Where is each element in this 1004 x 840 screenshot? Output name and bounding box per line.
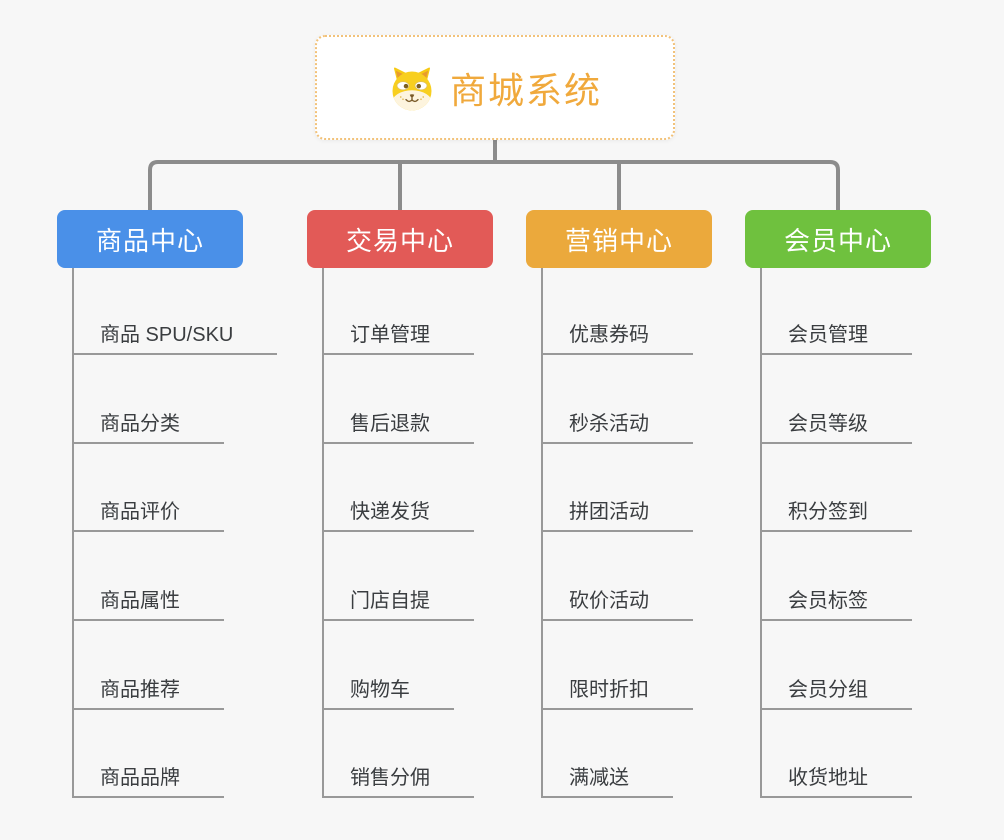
root-node[interactable]: 商城系统 xyxy=(315,35,675,140)
root-node-label: 商城系统 xyxy=(449,69,602,111)
leaf-item[interactable]: 秒杀活动 xyxy=(542,400,693,444)
leaf-item[interactable]: 商品属性 xyxy=(73,577,224,621)
leaf-item[interactable]: 会员分组 xyxy=(761,666,912,710)
branch-trunk-line xyxy=(541,268,543,798)
branch-node[interactable]: 营销中心 xyxy=(526,210,712,268)
dog-face-icon xyxy=(392,67,432,110)
leaf-item[interactable]: 销售分佣 xyxy=(323,754,474,798)
leaf-item[interactable]: 订单管理 xyxy=(323,311,474,355)
branch-trunk-line xyxy=(322,268,324,798)
leaf-item[interactable]: 限时折扣 xyxy=(542,666,693,710)
leaf-item[interactable]: 门店自提 xyxy=(323,577,474,621)
branch-node[interactable]: 交易中心 xyxy=(307,210,493,268)
branch-trunk-line xyxy=(72,268,74,798)
branch-trunk-line xyxy=(760,268,762,798)
leaf-item[interactable]: 商品 SPU/SKU xyxy=(73,311,278,355)
leaf-item[interactable]: 商品推荐 xyxy=(73,666,224,710)
leaf-item[interactable]: 商品品牌 xyxy=(73,754,224,798)
branch-node[interactable]: 会员中心 xyxy=(745,210,931,268)
leaf-item[interactable]: 优惠券码 xyxy=(542,311,693,355)
branch-node[interactable]: 商品中心 xyxy=(57,210,243,268)
leaf-item[interactable]: 满减送 xyxy=(542,754,673,798)
leaf-item[interactable]: 快递发货 xyxy=(323,488,474,532)
leaf-item[interactable]: 拼团活动 xyxy=(542,488,693,532)
leaf-item[interactable]: 售后退款 xyxy=(323,400,474,444)
leaf-item[interactable]: 会员管理 xyxy=(761,311,912,355)
leaf-item[interactable]: 商品分类 xyxy=(73,400,224,444)
leaf-item[interactable]: 商品评价 xyxy=(73,488,224,532)
leaf-item[interactable]: 积分签到 xyxy=(761,488,912,532)
leaf-item[interactable]: 会员等级 xyxy=(761,400,912,444)
leaf-item[interactable]: 购物车 xyxy=(323,666,454,710)
leaf-item[interactable]: 砍价活动 xyxy=(542,577,693,621)
leaf-item[interactable]: 收货地址 xyxy=(761,754,912,798)
leaf-item[interactable]: 会员标签 xyxy=(761,577,912,621)
